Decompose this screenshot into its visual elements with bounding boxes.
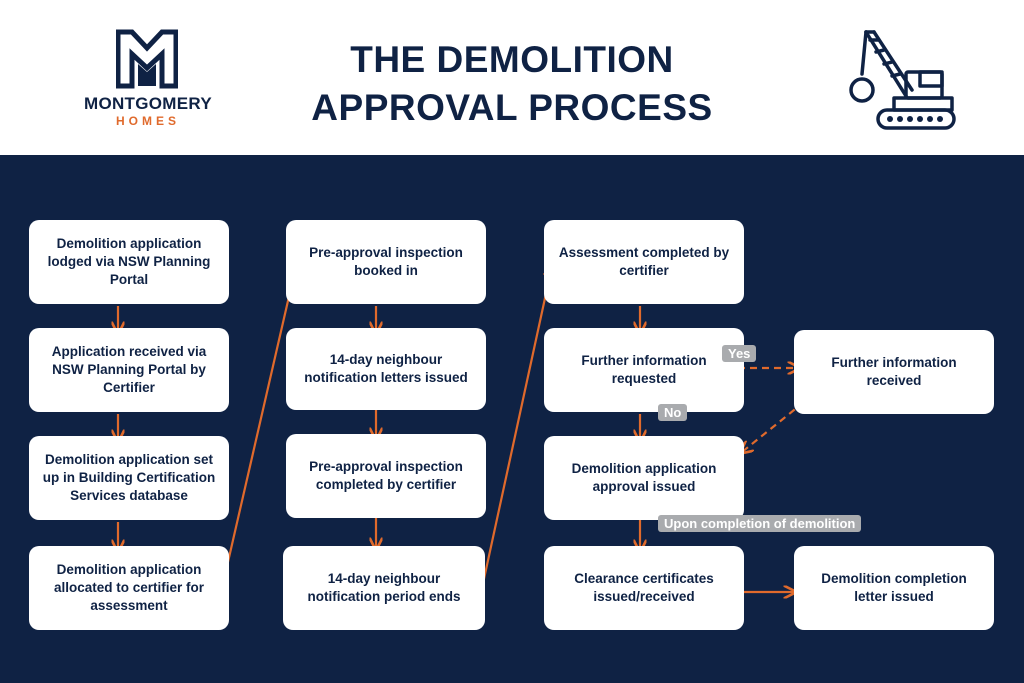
title-line-1: THE DEMOLITION <box>350 39 674 80</box>
step-further-info-received: Further information received <box>794 330 994 414</box>
header: MONTGOMERY HOMES THE DEMOLITION APPROVAL… <box>0 0 1024 155</box>
page-title: THE DEMOLITION APPROVAL PROCESS <box>262 36 762 132</box>
step-application-received: Application received via NSW Planning Po… <box>29 328 229 412</box>
demolition-crane-icon <box>849 30 956 130</box>
title-line-2: APPROVAL PROCESS <box>311 87 713 128</box>
step-notification-letters: 14-day neighbour notification letters is… <box>286 328 486 410</box>
step-clearance-certificates: Clearance certificates issued/received <box>544 546 744 630</box>
step-notification-period-ends: 14-day neighbour notification period end… <box>283 546 485 630</box>
logo-subtitle: HOMES <box>115 114 180 128</box>
tag-yes: Yes <box>722 345 757 362</box>
logo-name: MONTGOMERY <box>84 94 212 113</box>
montgomery-logo-icon <box>116 29 178 89</box>
tag-no: No <box>658 404 688 421</box>
step-inspection-booked: Pre-approval inspection booked in <box>286 220 486 304</box>
step-application-lodged: Demolition application lodged via NSW Pl… <box>29 220 229 304</box>
step-application-allocated: Demolition application allocated to cert… <box>29 546 229 630</box>
step-assessment-completed: Assessment completed by certifier <box>544 220 744 304</box>
step-inspection-completed: Pre-approval inspection completed by cer… <box>286 434 486 518</box>
step-approval-issued: Demolition application approval issued <box>544 436 744 520</box>
step-application-setup: Demolition application set up in Buildin… <box>29 436 229 520</box>
tag-upon-completion: Upon completion of demolition <box>658 515 862 532</box>
step-further-info-requested: Further information requested <box>544 328 744 412</box>
step-completion-letter: Demolition completion letter issued <box>794 546 994 630</box>
